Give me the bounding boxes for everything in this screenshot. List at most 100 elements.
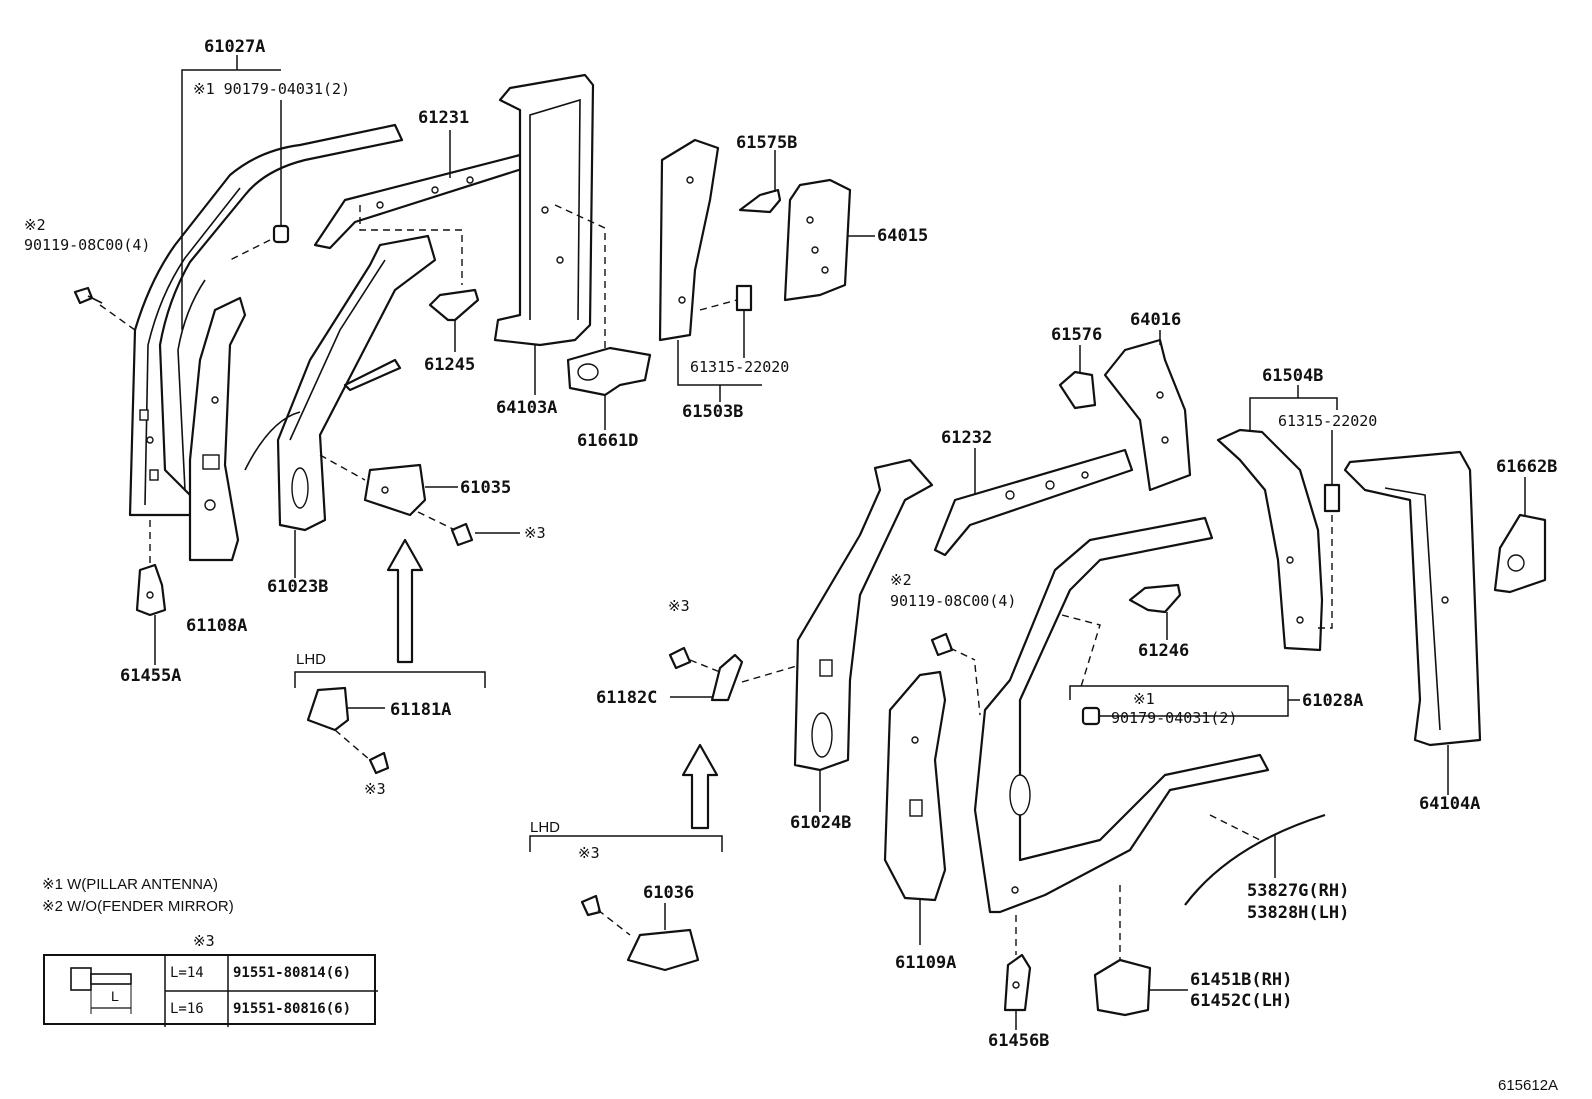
label-61109A: 61109A [895, 953, 957, 973]
label-61027A: 61027A [204, 37, 266, 57]
bolt-row-1-part: 91551-80814(6) [233, 965, 352, 981]
diagram-id: 615612A [1498, 1077, 1559, 1094]
label-64015: 64015 [877, 226, 929, 246]
note-mark-3-61181A: ※3 [364, 780, 386, 798]
label-61245: 61245 [424, 355, 476, 375]
lhd-label-1: LHD [296, 651, 327, 668]
note-2: ※2 W/O(FENDER MIRROR) [42, 898, 234, 915]
arrow-up-icon [386, 538, 424, 664]
note-mark-1-right: ※1 [1133, 690, 1155, 708]
label-61035: 61035 [460, 478, 512, 498]
bolt-90119-right[interactable] [930, 632, 954, 657]
bolt-dimension-label: L [111, 988, 119, 1004]
label-61024B: 61024B [790, 813, 852, 833]
label-61232: 61232 [941, 428, 993, 448]
part-64015[interactable] [783, 178, 852, 302]
bolt-61036[interactable] [580, 894, 602, 917]
part-64103A[interactable] [493, 73, 595, 347]
note-mark-2-right: ※2 [890, 571, 912, 589]
part-61036[interactable] [626, 928, 700, 972]
part-61456B[interactable] [1003, 953, 1032, 1012]
clip-61315-top[interactable] [735, 284, 753, 312]
label-61181A: 61181A [390, 700, 452, 720]
label-61575B: 61575B [736, 133, 798, 153]
label-61456B: 61456B [988, 1031, 1050, 1051]
part-61451B[interactable] [1093, 958, 1152, 1017]
part-61109A[interactable] [883, 670, 947, 902]
part-61245[interactable] [428, 288, 480, 322]
label-61315-top: 61315-22020 [690, 358, 790, 376]
bolt-table-title: ※3 [193, 932, 215, 950]
label-90179-left: ※1 90179-04031(2) [193, 80, 351, 98]
part-61661D[interactable] [566, 346, 652, 397]
bolt-row-2-part: 91551-80816(6) [233, 1001, 352, 1017]
label-61661D: 61661D [577, 431, 639, 451]
part-61503B[interactable] [658, 138, 720, 342]
part-61455A[interactable] [135, 563, 167, 617]
part-61108A[interactable] [188, 296, 247, 562]
label-90179-right: 90179-04031(2) [1111, 709, 1238, 727]
label-61451B: 61451B(RH) [1190, 970, 1293, 990]
label-61662B: 61662B [1496, 457, 1558, 477]
label-61315-right: 61315-22020 [1278, 412, 1378, 430]
part-61035[interactable] [363, 463, 427, 517]
part-61662B[interactable] [1493, 513, 1547, 594]
part-61028A[interactable] [973, 516, 1270, 914]
lhd-label-2: LHD [530, 819, 561, 836]
label-90119-left: 90119-08C00(4) [24, 236, 151, 254]
label-90119-right: 90119-08C00(4) [890, 592, 1017, 610]
bolt-table: L L=14 91551-80814(6) L=16 91551-80816(6… [43, 954, 378, 1027]
note-mark-3-61182C: ※3 [668, 597, 690, 615]
part-61024B[interactable] [793, 458, 934, 772]
label-61455A: 61455A [120, 666, 182, 686]
bolt-90119-left[interactable] [73, 286, 103, 305]
bolt-61182C[interactable] [668, 646, 692, 670]
label-61231: 61231 [418, 108, 470, 128]
label-61028A: 61028A [1302, 691, 1364, 711]
part-61182C[interactable] [710, 653, 744, 702]
part-64104A[interactable] [1343, 450, 1482, 747]
bolt-icon [70, 967, 132, 1014]
part-61023B[interactable] [244, 234, 437, 532]
bolt-61181A[interactable] [368, 751, 390, 775]
bolt-row-2-length: L=16 [170, 1001, 204, 1017]
label-61504B: 61504B [1262, 366, 1324, 386]
label-61108A: 61108A [186, 616, 248, 636]
note-mark-3-61035: ※3 [524, 524, 546, 542]
part-61246[interactable] [1128, 583, 1182, 614]
bolt-table-grid [70, 956, 378, 1027]
part-64016[interactable] [1103, 338, 1192, 492]
note-mark-3-61036: ※3 [578, 844, 600, 862]
arrow-up-icon-2 [681, 743, 719, 830]
part-61575B[interactable] [738, 188, 782, 214]
label-61023B: 61023B [267, 577, 329, 597]
label-61576: 61576 [1051, 325, 1103, 345]
nut-90179-right[interactable] [1081, 706, 1101, 726]
part-61181A[interactable] [306, 686, 350, 732]
label-64103A: 64103A [496, 398, 558, 418]
label-64016: 64016 [1130, 310, 1182, 330]
bolt-61035[interactable] [450, 522, 474, 547]
note-mark-2-left: ※2 [24, 216, 46, 234]
part-61232[interactable] [933, 448, 1134, 557]
label-61036: 61036 [643, 883, 695, 903]
note-1: ※1 W(PILLAR ANTENNA) [42, 876, 218, 893]
part-small-strip [343, 358, 402, 392]
label-53828H: 53828H(LH) [1247, 903, 1350, 923]
part-61027A[interactable] [128, 123, 404, 517]
clip-61315-right[interactable] [1323, 483, 1341, 513]
label-64104A: 64104A [1419, 794, 1481, 814]
label-53827G: 53827G(RH) [1247, 881, 1350, 901]
label-61246: 61246 [1138, 641, 1190, 661]
part-61576[interactable] [1058, 370, 1097, 410]
bolt-row-1-length: L=14 [170, 965, 204, 981]
part-53827G[interactable] [1184, 813, 1326, 906]
part-61231[interactable] [313, 153, 527, 250]
label-61452C: 61452C(LH) [1190, 991, 1293, 1011]
label-61182C: 61182C [596, 688, 658, 708]
label-61503B: 61503B [682, 402, 744, 422]
part-61504B[interactable] [1216, 428, 1324, 652]
nut-90179-left[interactable] [272, 224, 290, 244]
